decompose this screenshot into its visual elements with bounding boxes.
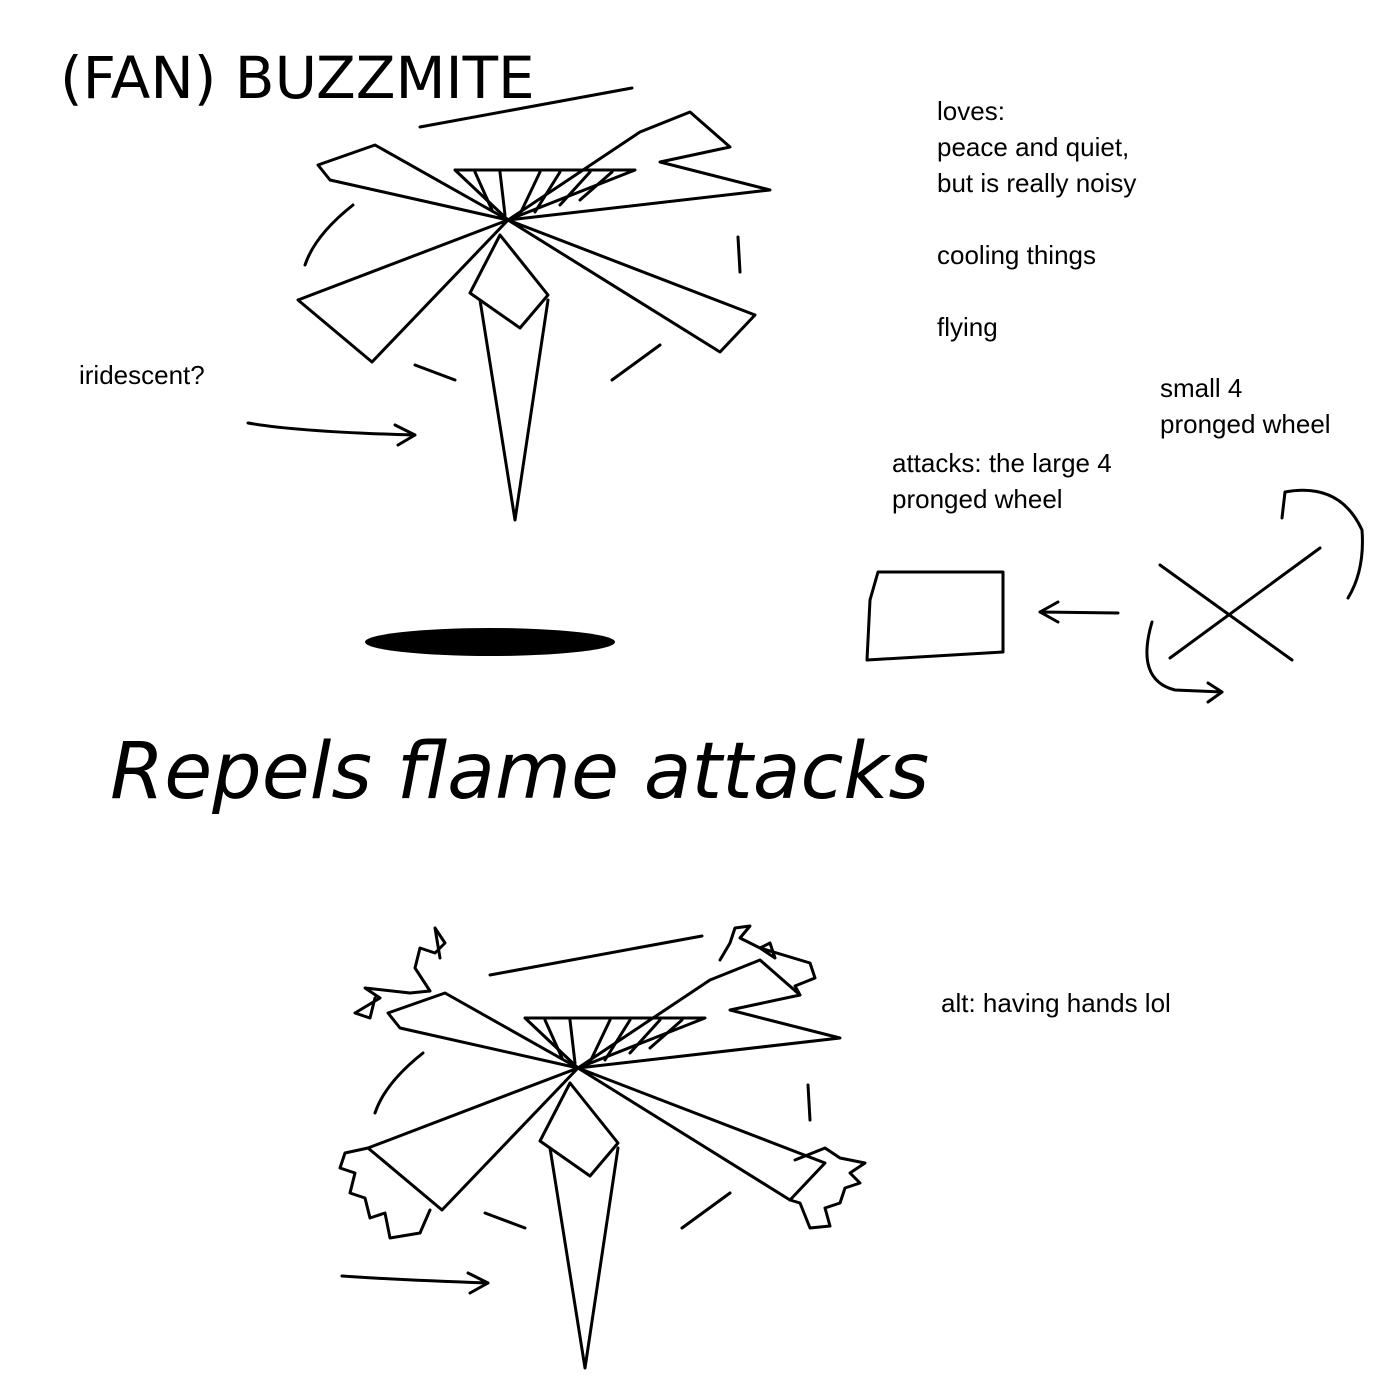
buzzmite-alt-drawing	[338, 924, 867, 1370]
loves-item: peace and quiet,	[937, 132, 1130, 162]
arrow-icon	[246, 421, 417, 447]
title-handwritten: (FAN) BUZZMITE	[60, 44, 535, 112]
attacks-note: attacks: the large 4	[892, 448, 1112, 478]
small-wheel-note: pronged wheel	[1160, 409, 1331, 439]
arrow-left-icon	[1038, 600, 1120, 624]
alt-note: alt: having hands lol	[941, 988, 1171, 1018]
buzzmite-drawing	[246, 86, 772, 522]
shadow	[365, 628, 615, 656]
caption-handwritten: Repels flame attacks	[110, 727, 929, 817]
loves-label: loves:	[937, 96, 1005, 126]
attacks-note: pronged wheel	[892, 484, 1063, 514]
loves-item: flying	[937, 312, 998, 342]
loves-item: cooling things	[937, 240, 1096, 270]
loves-item: but is really noisy	[937, 168, 1137, 198]
small-wheel-note: small 4	[1160, 373, 1243, 403]
wheel-diagram	[865, 488, 1364, 704]
iridescent-note: iridescent?	[79, 360, 205, 390]
